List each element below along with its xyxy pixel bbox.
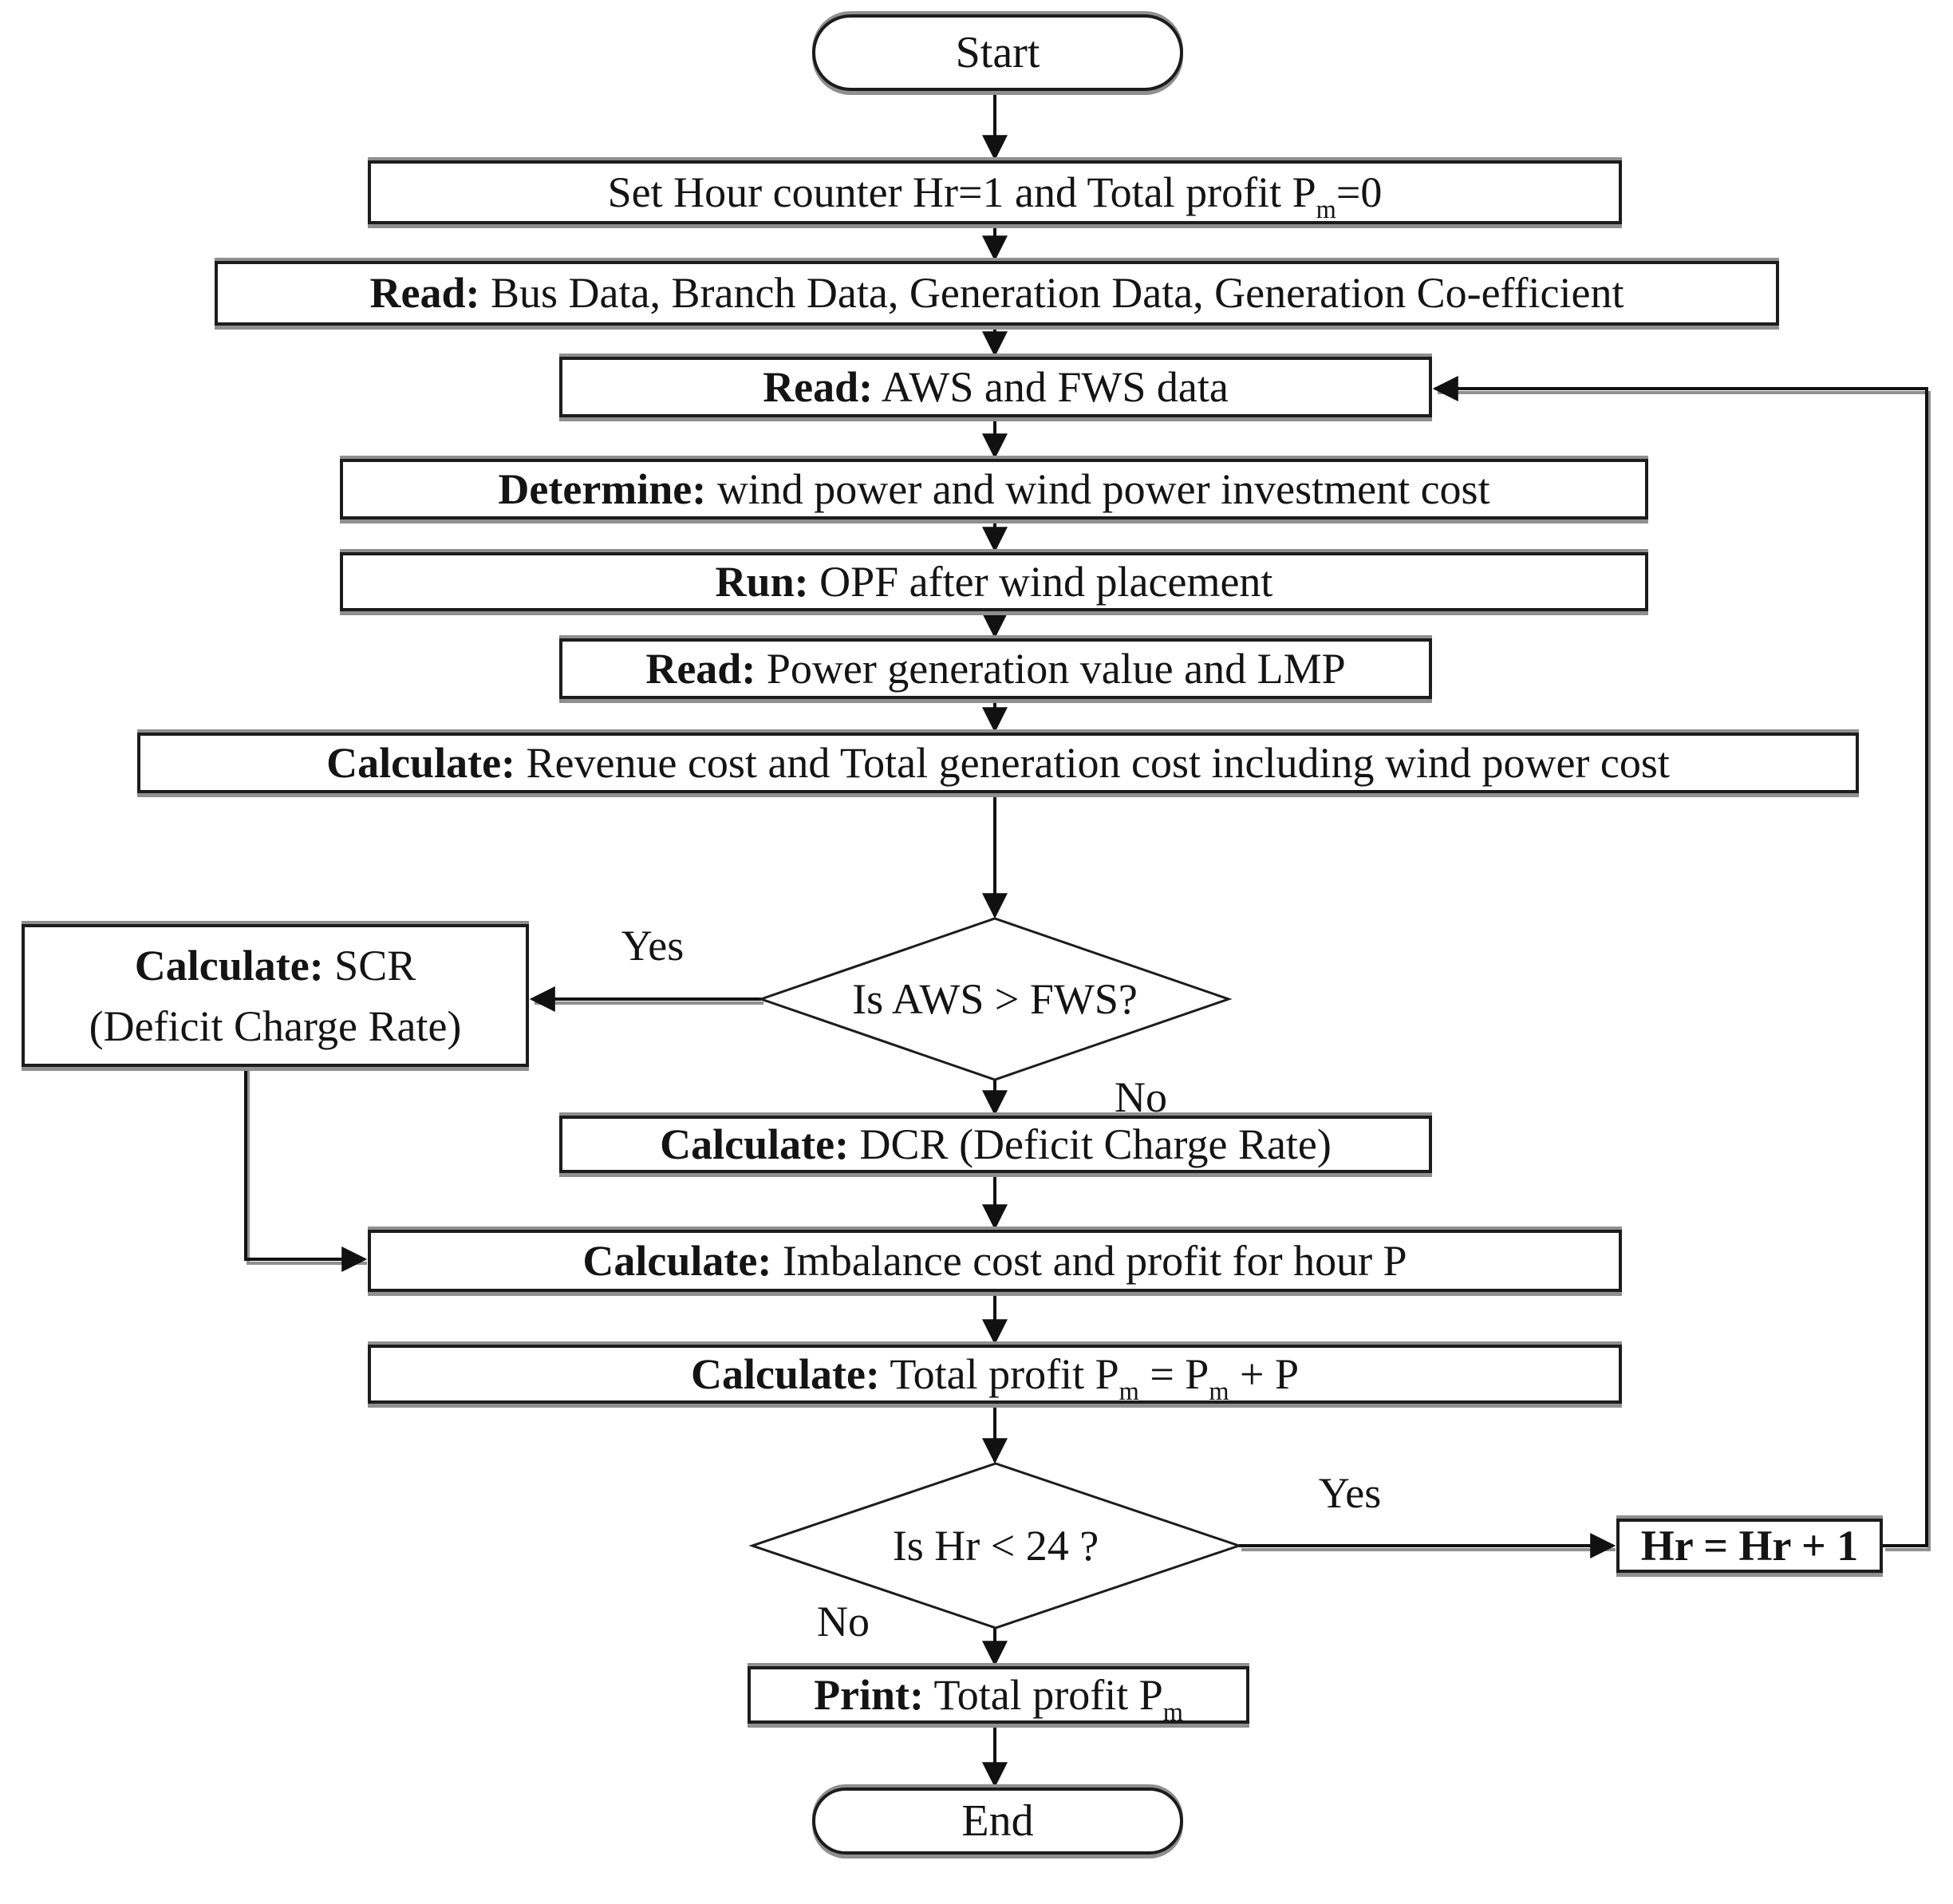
print-keyword: Print: xyxy=(814,1670,925,1719)
calc-total-sub-1: m xyxy=(1119,1377,1139,1406)
edge-scr-imbalance xyxy=(244,1067,368,1272)
node-end: End xyxy=(812,1787,1183,1855)
read-aws-keyword: Read: xyxy=(763,362,874,411)
node-calc-imbalance: Calculate: Imbalance cost and profit for… xyxy=(368,1230,1622,1292)
hr-increment-text: Hr = Hr + 1 xyxy=(1640,1521,1859,1570)
calc-imbalance-text: Imbalance cost and profit for hour P xyxy=(771,1236,1407,1285)
read-bus-text: Bus Data, Branch Data, Generation Data, … xyxy=(479,269,1624,318)
determine-text: wind power and wind power investment cos… xyxy=(706,464,1490,513)
init-subscript: m xyxy=(1316,195,1336,224)
calc-scr-text: SCR xyxy=(323,941,416,990)
node-start: Start xyxy=(812,14,1183,91)
calc-imbalance-keyword: Calculate: xyxy=(582,1236,772,1285)
edge-label-no-aws: No xyxy=(1115,1073,1167,1121)
print-text: Total profit P xyxy=(924,1670,1163,1719)
node-calc-revenue: Calculate: Revenue cost and Total genera… xyxy=(137,733,1859,793)
init-text: Set Hour counter Hr=1 and Total profit P xyxy=(607,168,1316,216)
node-calc-total-profit: Calculate: Total profit Pm = Pm + P xyxy=(368,1345,1622,1406)
node-read-power-lmp: Read: Power generation value and LMP xyxy=(559,638,1432,699)
determine-keyword: Determine: xyxy=(498,464,707,513)
calc-total-keyword: Calculate: xyxy=(690,1349,880,1398)
node-run-opf: Run: OPF after wind placement xyxy=(340,552,1648,611)
run-keyword: Run: xyxy=(715,557,809,606)
decision-hr-label: Is Hr < 24 ? xyxy=(892,1522,1099,1570)
read-power-keyword: Read: xyxy=(645,644,756,693)
connector-shadows xyxy=(247,391,1931,1551)
node-hr-increment: Hr = Hr + 1 xyxy=(1616,1519,1883,1573)
read-bus-keyword: Read: xyxy=(369,269,480,318)
decision-aws-label: Is AWS > FWS? xyxy=(852,975,1138,1023)
read-power-text: Power generation value and LMP xyxy=(756,644,1346,693)
edge-label-yes-aws: Yes xyxy=(621,922,685,970)
calc-scr-keyword: Calculate: xyxy=(134,941,324,990)
end-label: End xyxy=(961,1795,1034,1846)
start-label: Start xyxy=(955,27,1040,77)
print-subscript: m xyxy=(1162,1697,1183,1727)
calc-dcr-keyword: Calculate: xyxy=(660,1120,850,1168)
calc-revenue-text: Revenue cost and Total generation cost i… xyxy=(515,738,1670,787)
edge-increment-readaws-loop xyxy=(1432,376,1928,1547)
node-print-profit: Print: Total profit Pm xyxy=(748,1666,1249,1727)
init-text-2: =0 xyxy=(1336,168,1383,216)
node-calc-dcr: Calculate: DCR (Deficit Charge Rate) xyxy=(559,1116,1432,1173)
decision-aws-diamond xyxy=(757,917,1233,1081)
read-aws-text: AWS and FWS data xyxy=(873,362,1229,411)
node-determine-wind-power: Determine: wind power and wind power inv… xyxy=(340,459,1648,519)
node-init-counters: Set Hour counter Hr=1 and Total profit P… xyxy=(368,160,1622,224)
calc-total-text-3: + P xyxy=(1229,1349,1300,1398)
node-read-aws-fws: Read: AWS and FWS data xyxy=(559,357,1432,417)
node-calc-scr: Calculate: SCR (Deficit Charge Rate) xyxy=(22,924,529,1067)
calc-total-text-1: Total profit P xyxy=(879,1349,1119,1398)
node-read-bus-data: Read: Bus Data, Branch Data, Generation … xyxy=(215,261,1779,326)
calc-total-sub-2: m xyxy=(1209,1377,1229,1406)
decision-hr-diamond xyxy=(748,1462,1243,1629)
calc-scr-line2: (Deficit Charge Rate) xyxy=(89,1001,462,1050)
edge-label-no-hr: No xyxy=(817,1598,870,1645)
calc-total-text-2: = P xyxy=(1138,1349,1209,1398)
edge-label-yes-hr: Yes xyxy=(1318,1469,1382,1517)
calc-revenue-keyword: Calculate: xyxy=(326,738,516,787)
run-text: OPF after wind placement xyxy=(808,557,1273,606)
calc-dcr-text: DCR (Deficit Charge Rate) xyxy=(849,1120,1332,1168)
